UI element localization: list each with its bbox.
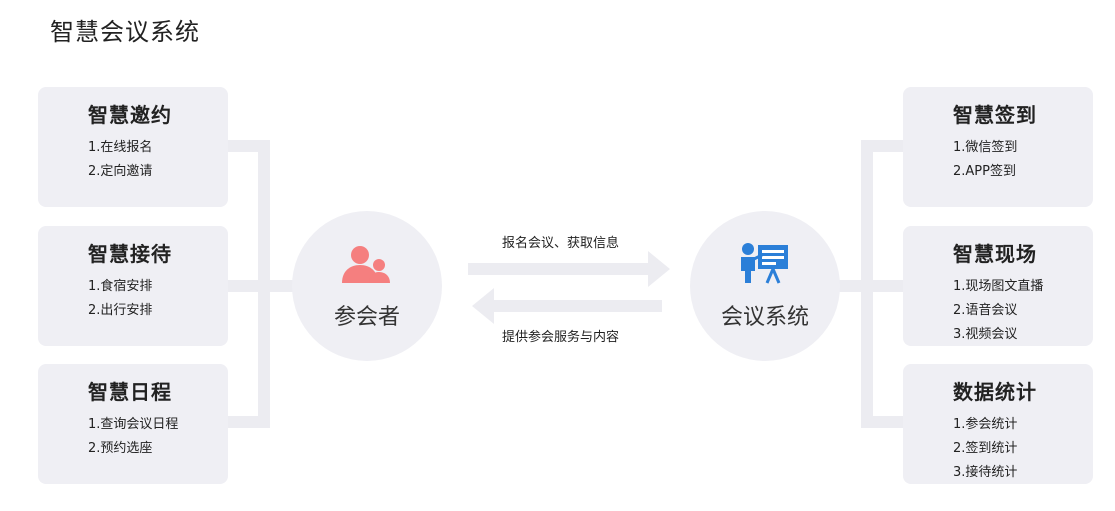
card-title: 智慧日程 — [88, 380, 172, 404]
card-title: 智慧签到 — [953, 103, 1037, 127]
card-title: 智慧邀约 — [88, 103, 172, 127]
backward-arrow-label: 提供参会服务与内容 — [502, 330, 620, 345]
card-title: 智慧现场 — [953, 242, 1037, 266]
card-smart-invitation: 智慧邀约 1.在线报名 2.定向邀请 — [38, 87, 228, 207]
participant-node: 参会者 — [292, 211, 442, 361]
card-smart-checkin: 智慧签到 1.微信签到 2.APP签到 — [903, 87, 1093, 207]
card-item: 2.预约选座 — [88, 441, 153, 456]
card-item: 1.现场图文直播 — [953, 279, 1044, 294]
system-node: 会议系统 — [690, 211, 840, 361]
card-item: 1.微信签到 — [953, 140, 1018, 155]
card-item: 2.出行安排 — [88, 303, 153, 318]
card-smart-schedule: 智慧日程 1.查询会议日程 2.预约选座 — [38, 364, 228, 484]
presenter-board-icon — [741, 243, 788, 284]
system-label: 会议系统 — [720, 305, 809, 330]
card-smart-onsite: 智慧现场 1.现场图文直播 2.语音会议 3.视频会议 — [903, 226, 1093, 346]
card-item: 2.签到统计 — [953, 441, 1018, 456]
card-title: 智慧接待 — [88, 242, 172, 266]
right-connector-middle — [830, 280, 903, 292]
card-smart-reception: 智慧接待 1.食宿安排 2.出行安排 — [38, 226, 228, 346]
left-connector-top — [228, 140, 270, 152]
card-item: 1.查询会议日程 — [88, 417, 179, 432]
card-item: 3.接待统计 — [953, 465, 1018, 480]
participant-label: 参会者 — [333, 305, 400, 330]
card-item: 1.在线报名 — [88, 140, 153, 155]
forward-arrow-label: 报名会议、获取信息 — [502, 236, 620, 251]
people-icon — [342, 246, 390, 283]
card-item: 1.参会统计 — [953, 417, 1018, 432]
card-title: 数据统计 — [953, 380, 1037, 404]
left-connector-bottom — [228, 416, 270, 428]
card-item: 3.视频会议 — [953, 327, 1018, 342]
card-item: 2.APP签到 — [953, 164, 1016, 179]
right-connector-bottom — [861, 416, 903, 428]
left-connector-middle — [228, 280, 298, 292]
right-connector-top — [861, 140, 903, 152]
page-title: 智慧会议系统 — [50, 18, 200, 46]
card-item: 1.食宿安排 — [88, 279, 153, 294]
card-item: 2.定向邀请 — [88, 164, 153, 179]
forward-arrow — [468, 251, 670, 287]
backward-arrow — [472, 288, 662, 324]
card-data-statistics: 数据统计 1.参会统计 2.签到统计 3.接待统计 — [903, 364, 1093, 484]
card-item: 2.语音会议 — [953, 303, 1018, 318]
